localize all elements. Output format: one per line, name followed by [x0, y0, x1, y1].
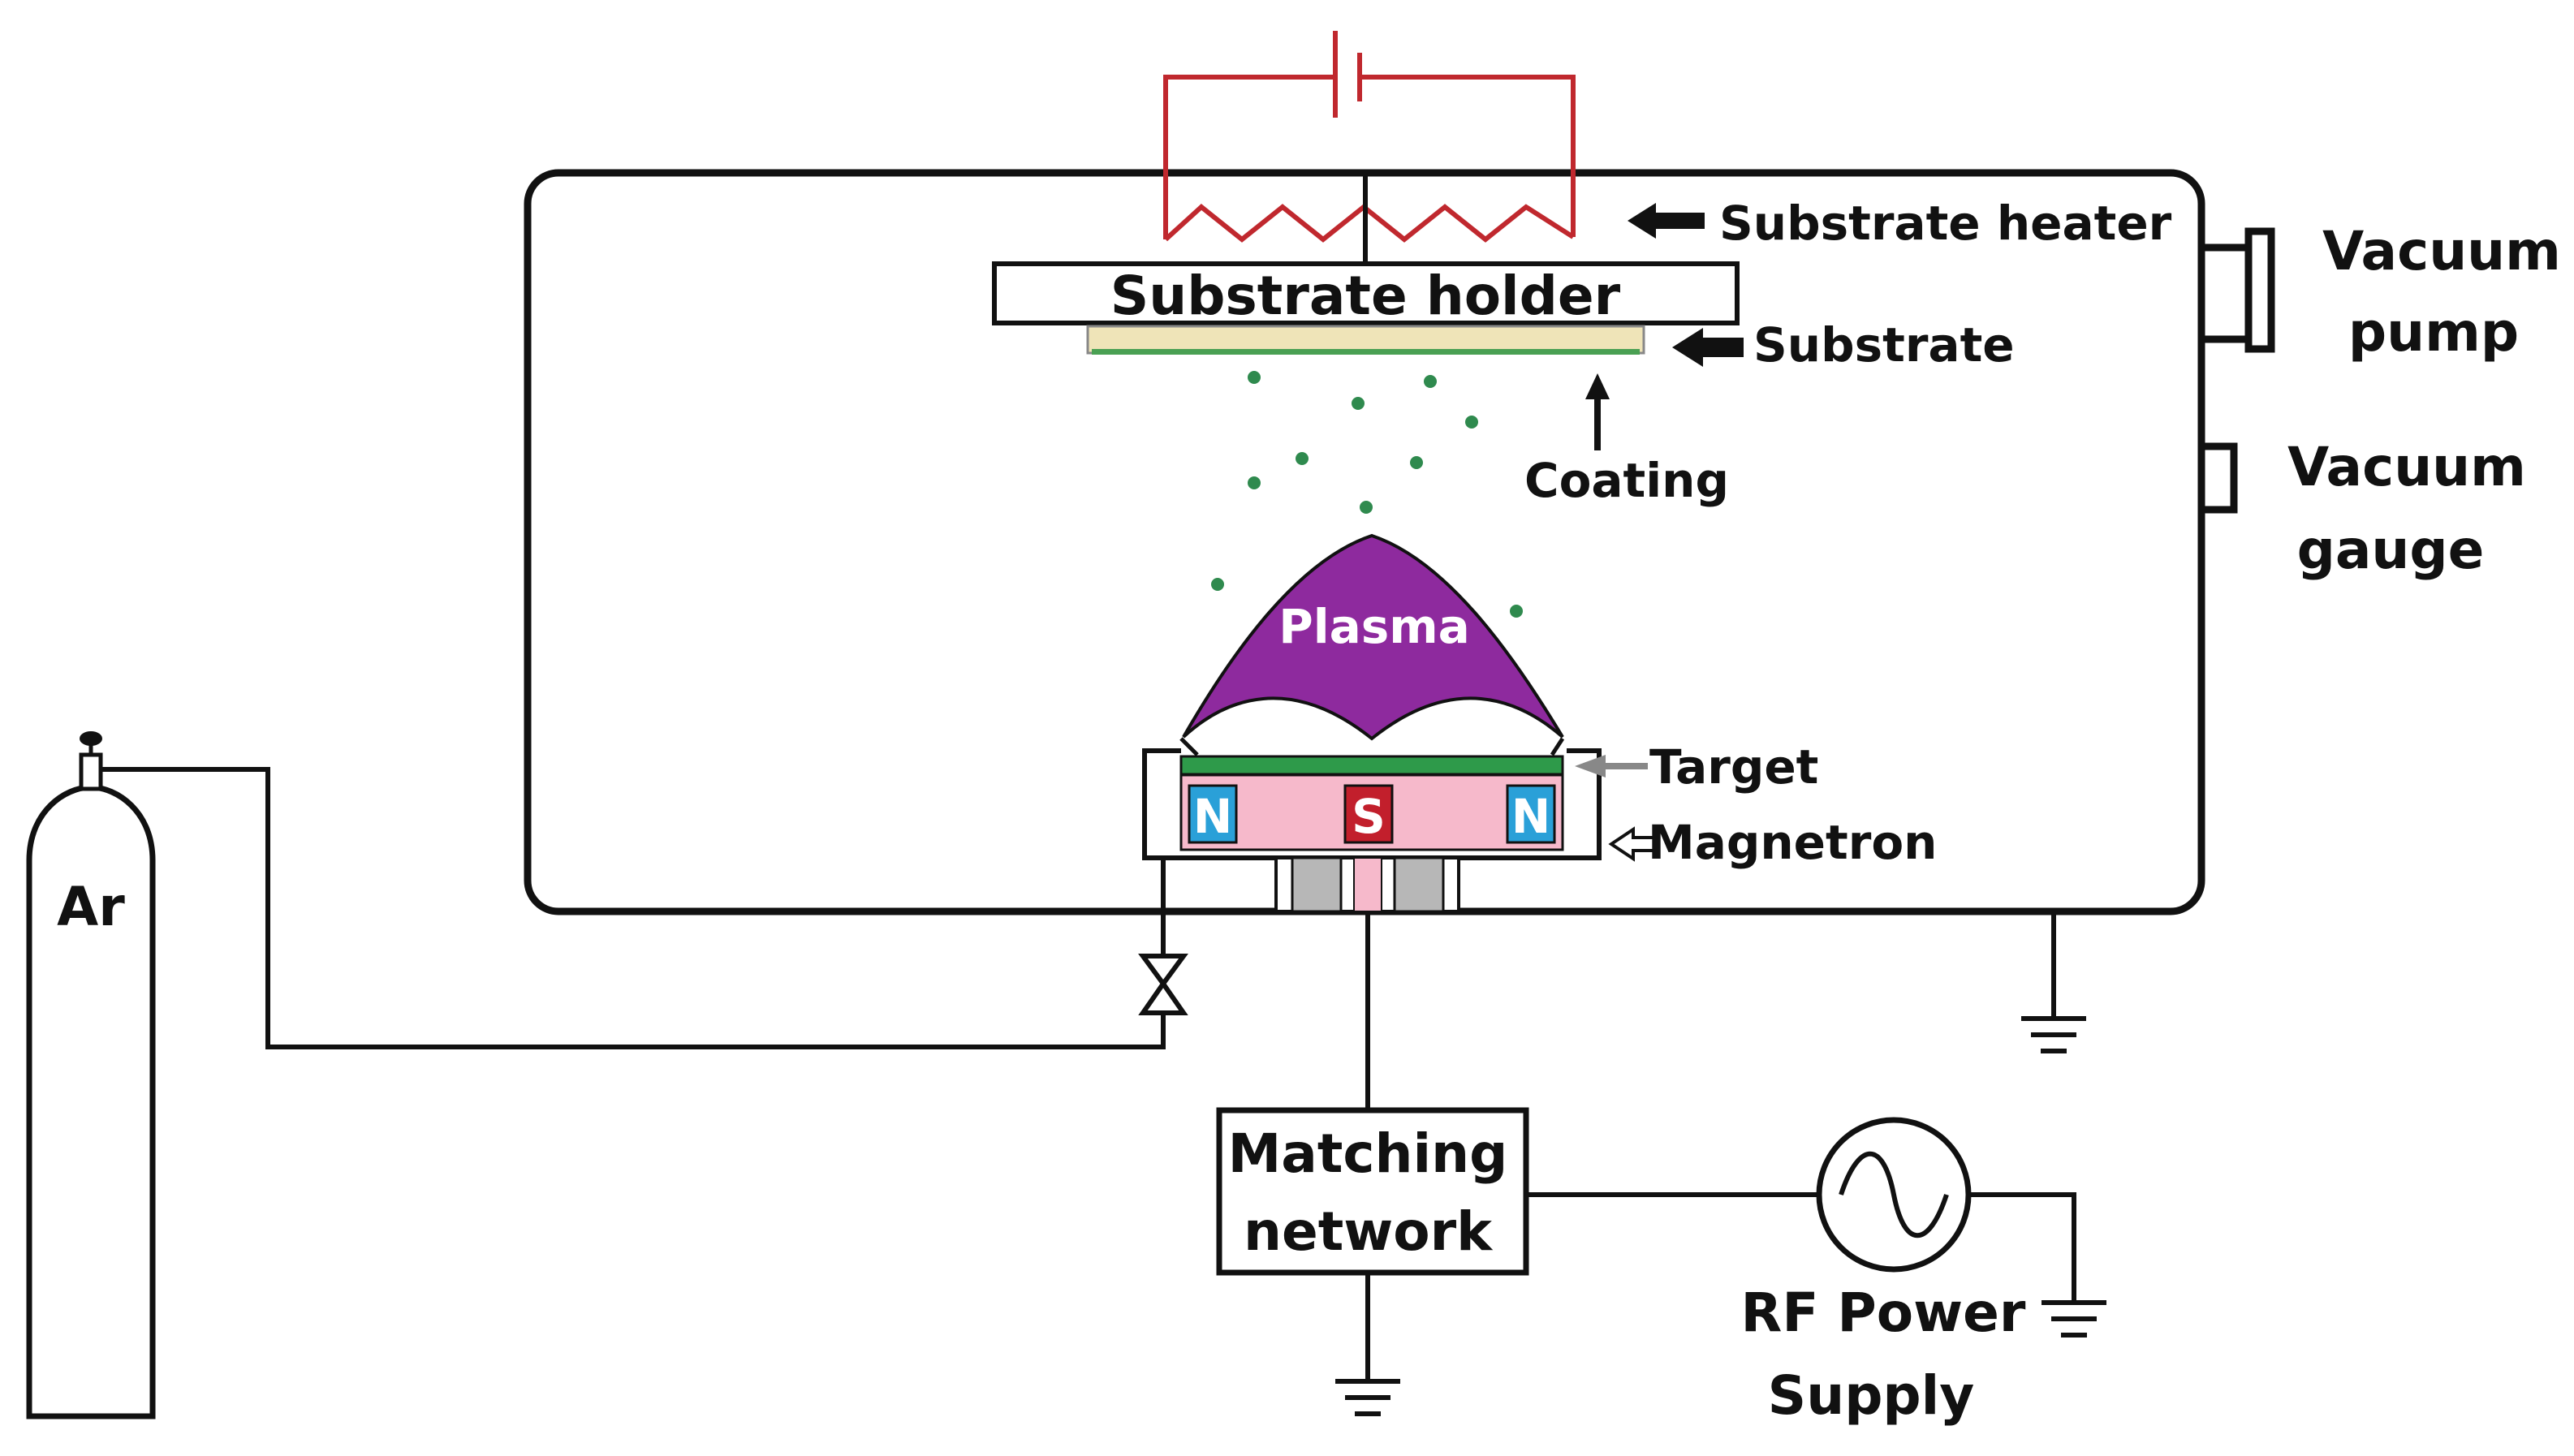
substrate-label: Substrate	[1753, 317, 2015, 373]
coating-layer	[1092, 349, 1640, 355]
arrow-left-icon	[1608, 826, 1658, 862]
heater-circuit	[1163, 31, 1576, 243]
heater-resistor	[1163, 204, 1575, 243]
matching-network-box	[1216, 1107, 1529, 1276]
cylinder-valve-knob	[80, 731, 102, 746]
magnet-s-center-label: S	[1352, 789, 1386, 844]
arrow-up-icon	[1585, 373, 1610, 450]
magnet-s-center	[1343, 784, 1394, 844]
rf-supply-label-line1: RF Power	[1741, 1282, 2026, 1344]
magnetron-supports	[1274, 856, 1460, 913]
substrate-heater-label: Substrate heater	[1719, 196, 2172, 251]
valve-icon	[1138, 954, 1188, 1015]
arrow-left-icon	[1672, 328, 1744, 367]
vacuum-pump-label-line2: pump	[2348, 301, 2519, 364]
matching-ground-icon	[1335, 1273, 1400, 1416]
vacuum-pump-label-line1: Vacuum	[2322, 220, 2561, 282]
rf-ground-icon	[2042, 1300, 2106, 1338]
chamber-ground-icon	[2021, 911, 2086, 1053]
cylinder-neck	[79, 752, 103, 791]
arrow-left-icon	[1575, 755, 1648, 778]
argon-label: Ar	[57, 876, 125, 938]
magnetron-label: Magnetron	[1648, 815, 1937, 870]
plasma-cloud	[1182, 533, 1564, 741]
plasma-label: Plasma	[1278, 599, 1470, 654]
sputter-target	[1179, 755, 1564, 776]
arrow-left-icon	[1628, 203, 1705, 239]
sputtered-particles	[1211, 371, 1523, 618]
vacuum-gauge-port	[2201, 442, 2238, 514]
sine-wave	[1839, 1152, 1949, 1238]
target-label: Target	[1649, 739, 1818, 795]
vacuum-gauge-label-line2: gauge	[2297, 519, 2485, 581]
substrate-holder-label: Substrate holder	[1110, 265, 1621, 327]
coating-label: Coating	[1524, 453, 1729, 508]
magnet-n-left-label: N	[1193, 789, 1233, 844]
vacuum-gauge-label-line1: Vacuum	[2287, 436, 2526, 498]
rf-ground-wire	[1968, 1192, 2076, 1303]
vacuum-pump-port	[2201, 227, 2275, 353]
magnet-n-right-label: N	[1511, 789, 1551, 844]
rf-supply-label-line2: Supply	[1768, 1364, 1975, 1427]
matching-network-label-line1: Matching	[1228, 1122, 1508, 1185]
magnet-n-right	[1506, 784, 1556, 844]
matching-network-label-line2: network	[1244, 1200, 1494, 1263]
magnet-n-left	[1188, 784, 1238, 844]
substrate-holder	[992, 261, 1740, 325]
